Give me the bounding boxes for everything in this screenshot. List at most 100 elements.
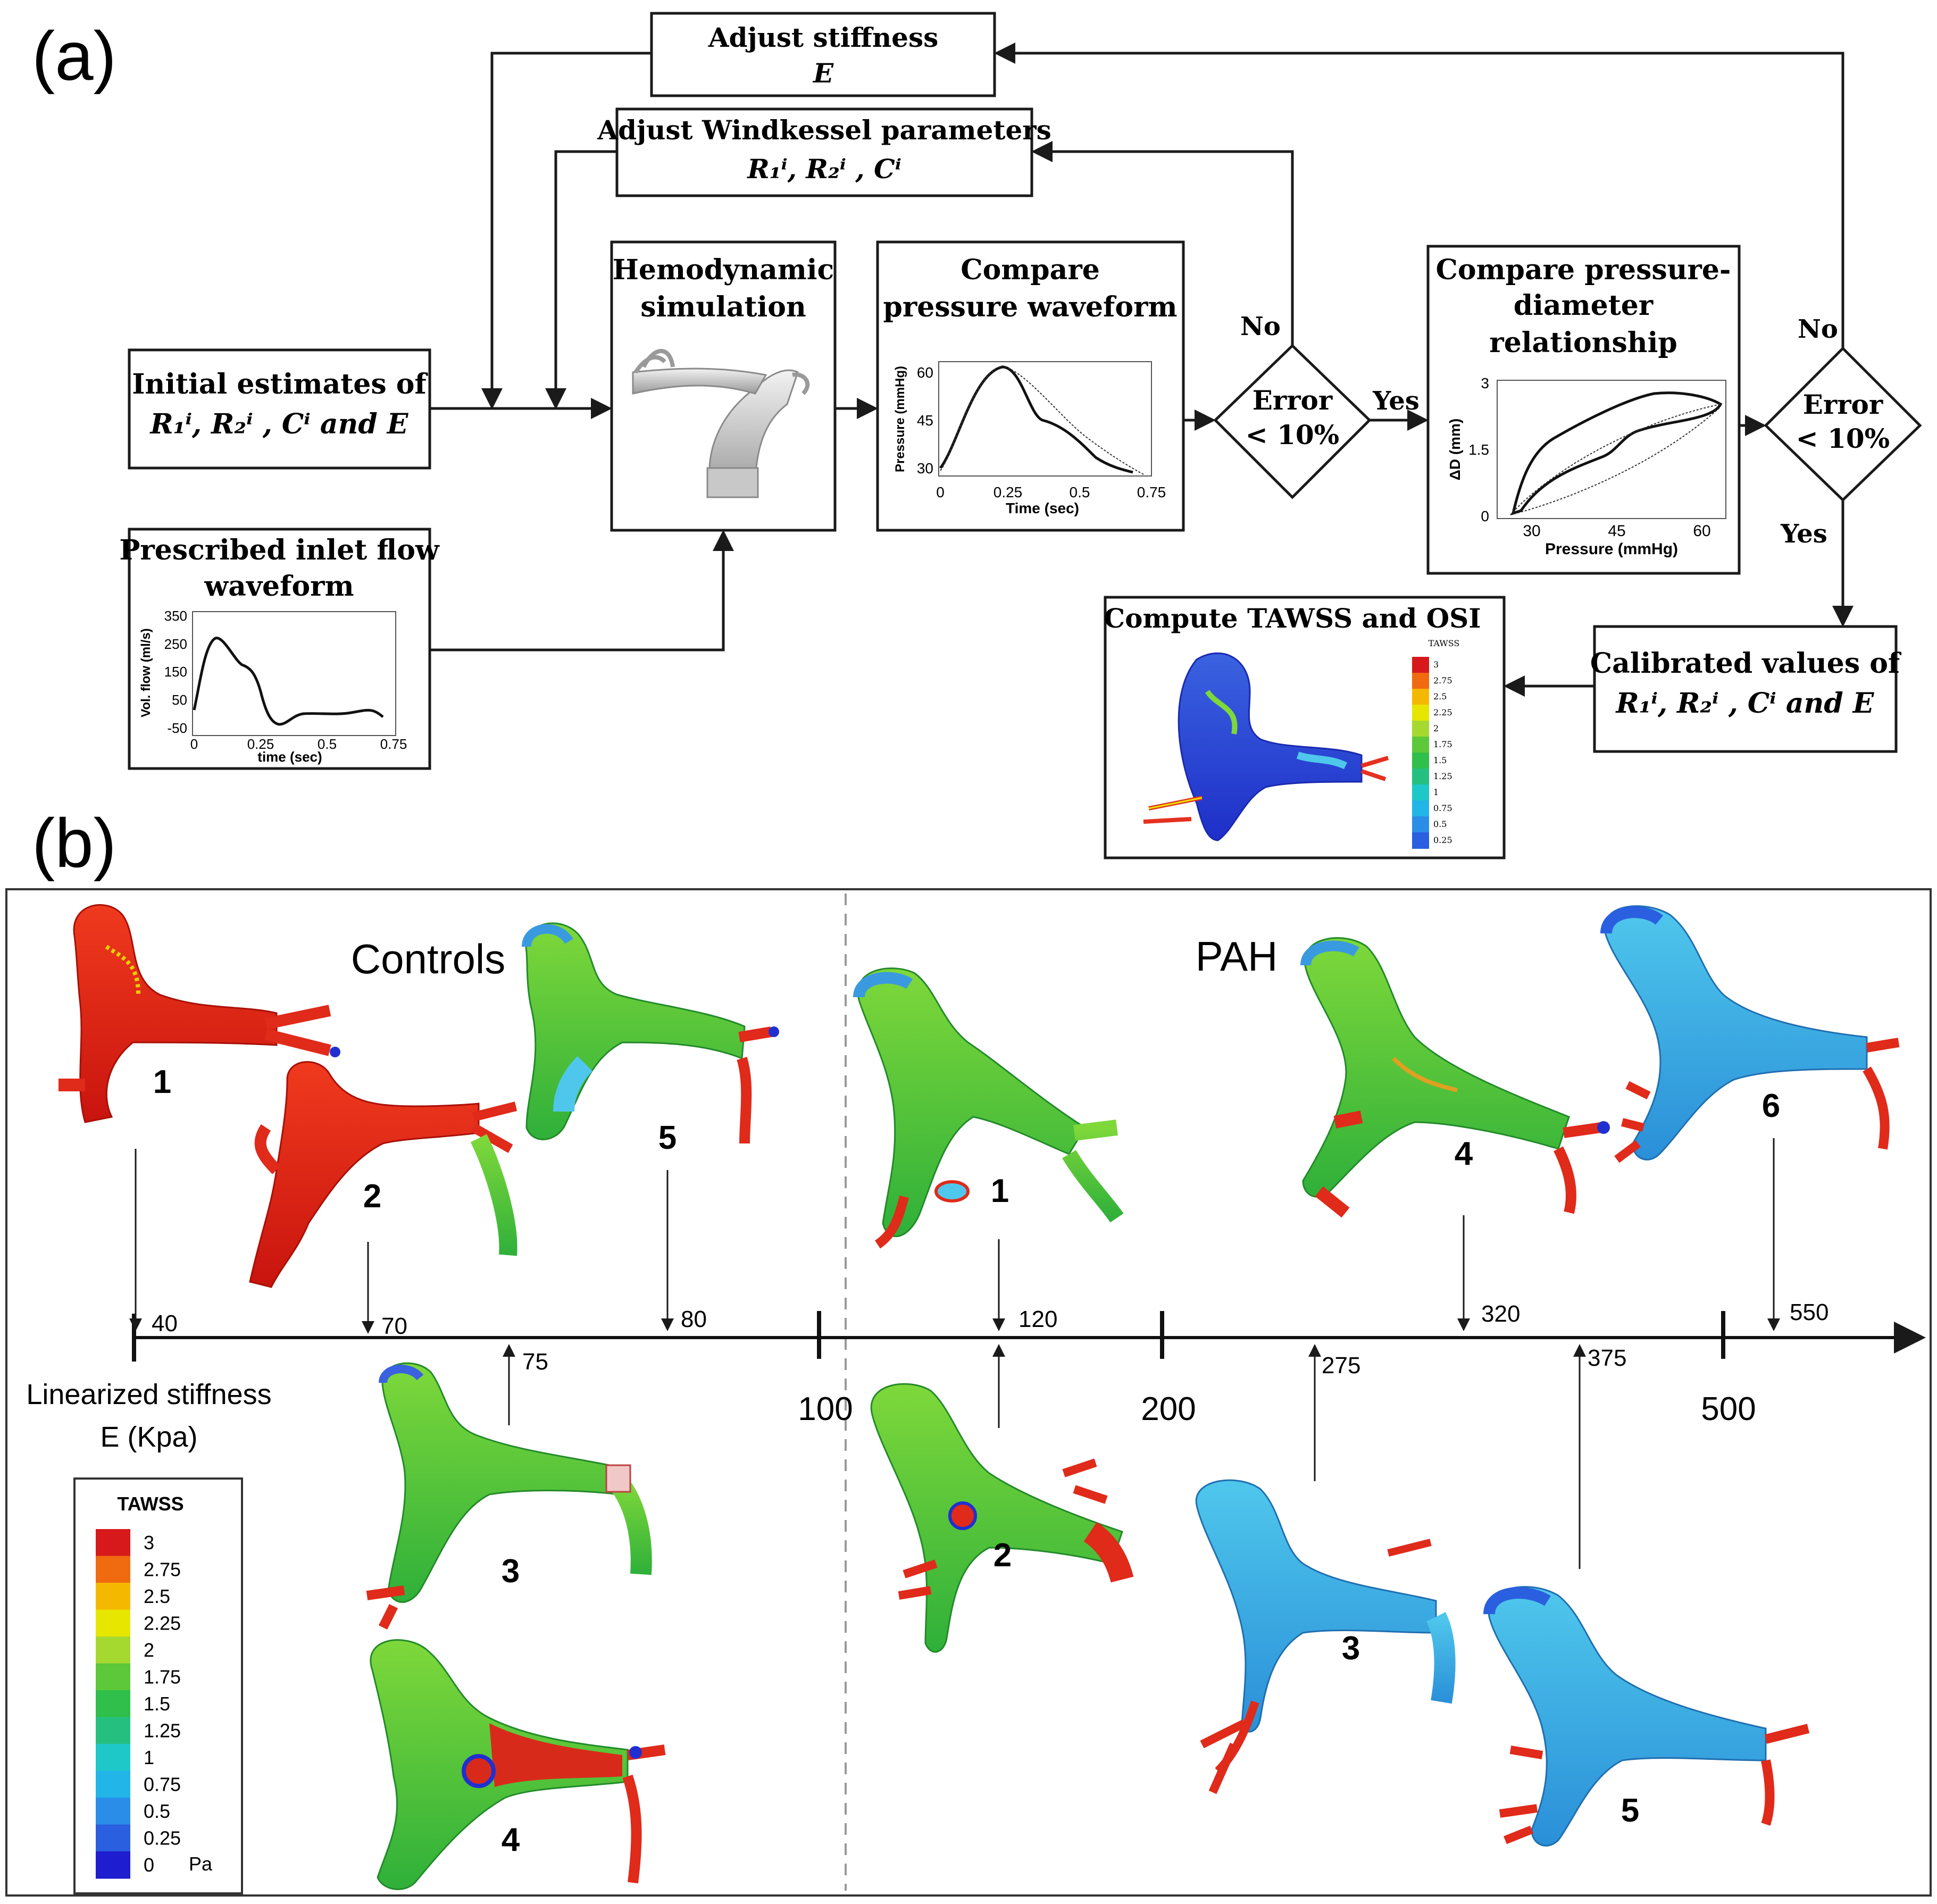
tawss-legend-swatch [96,1744,130,1772]
stiffness-value-40: 40 [152,1310,178,1337]
decision-1: Error < 10% No Yes [1213,312,1420,499]
decision-2: Error < 10% No Yes [1764,314,1922,549]
compute-mini-swatch [1412,800,1429,817]
prescribed-line1: Prescribed inlet flow [119,534,440,566]
pah-model-5: 5 [1483,1586,1810,1847]
compute-mini-tick: 1.75 [1433,739,1452,749]
compare-pressure-subtitle: pressure waveform [883,291,1177,323]
pah-model-4: 4 [1300,937,1610,1218]
flow-ytick-50: 50 [172,692,187,708]
control-model-2: 2 [249,1061,517,1288]
tawss-legend-tick: 1.75 [144,1666,181,1688]
compute-title: Compute TAWSS and OSI [1104,603,1481,634]
compute-mini-tick: 0.5 [1433,819,1447,829]
axis-title-line1: Linearized stiffness [26,1379,271,1410]
compute-mini-swatch [1412,689,1429,705]
grey-vessel-model [632,349,810,498]
tawss-legend-tick: 1.25 [144,1720,181,1742]
pressure-ytick-30: 30 [917,460,933,477]
axis-tick-200: 200 [1141,1391,1196,1427]
decision1-yes: Yes [1372,386,1420,416]
flow-ytick-n50: -50 [167,720,187,736]
tawss-legend-swatch [96,1529,130,1557]
stiffness-value-70: 70 [381,1313,407,1339]
tawss-legend-swatch [96,1583,130,1610]
compute-mini-tick: 1.25 [1433,771,1452,781]
pressure-xlabel: Time (sec) [1006,500,1079,516]
flow-ytick-350: 350 [164,608,187,624]
pd-xtick-30: 30 [1523,522,1540,540]
decision2-line2: < 10% [1796,423,1890,454]
axis-tick-500: 500 [1701,1391,1756,1427]
axis-tick-100: 100 [798,1391,853,1427]
tawss-legend-tick: 1 [144,1747,154,1768]
compute-mini-tick: 2.25 [1433,707,1452,717]
stiffness-value-80: 80 [681,1306,707,1332]
tawss-legend-swatch [96,1798,130,1825]
pressure-ytick-60: 60 [917,364,933,381]
compute-mini-swatch [1412,753,1429,769]
tawss-legend-swatch [96,1824,130,1852]
flow-arrows [430,43,1853,697]
compare-pressure-box: Compare pressure waveform Pressure (mmHg… [876,240,1185,532]
compute-vessel-model [1143,652,1389,841]
control-model-5: 5 [522,922,779,1156]
adjust-windkessel-box: Adjust Windkessel parameters R₁ⁱ, R₂ⁱ , … [597,107,1051,197]
stiffness-markers: 40 70 80 75 120 320 550 275 375 [129,1138,1829,1569]
compute-mini-tick: 2 [1433,723,1439,733]
pah-model-4-number: 4 [1455,1135,1473,1172]
compute-mini-tick: 1.5 [1433,755,1447,765]
panel-a-label: (a) [32,17,116,95]
tawss-legend-swatch [96,1851,130,1879]
compute-mini-tick: 0.25 [1433,835,1452,845]
stiffness-value-120: 120 [1018,1306,1057,1332]
tawss-legend-swatch [96,1609,130,1637]
pah-model-6-number: 6 [1762,1088,1780,1124]
stiffness-value-375: 375 [1588,1345,1626,1371]
tawss-legend-title: TAWSS [117,1493,183,1515]
pd-plot: ΔD (mm) 0 1.5 3 30 45 60 Pressure (mmHg) [1447,375,1726,558]
stiffness-axis: 100 200 500 Linearized stiffness E (Kpa) [26,1311,1926,1453]
pah-model-5-number: 5 [1621,1792,1639,1829]
compare-pd-line2: diameter [1514,289,1654,322]
pah-model-2-number: 2 [993,1537,1012,1574]
tawss-legend-tick: 2 [144,1639,154,1661]
tawss-legend-swatch [96,1717,130,1744]
pd-ylabel: ΔD (mm) [1447,419,1463,481]
control-model-3: 3 [366,1362,652,1630]
adjust-windkessel-title: Adjust Windkessel parameters [597,114,1051,146]
pd-simulated-loop [1510,404,1721,515]
flow-ytick-250: 250 [164,636,187,652]
compute-mini-swatch [1412,832,1429,849]
hemodynamic-subtitle: simulation [640,291,806,323]
control-model-2-number: 2 [363,1178,381,1215]
tawss-legend-tick: 1.5 [144,1693,170,1715]
panel-b-frame [5,888,1932,1897]
flow-xtick-0: 0 [190,736,198,752]
decision1-no: No [1240,312,1281,341]
flow-xtick-025: 0.25 [247,736,274,752]
tawss-legend-tick: 2.25 [144,1613,181,1634]
tawss-legend-unit: Pa [189,1853,213,1875]
pd-xtick-60: 60 [1693,522,1710,540]
tawss-legend: TAWSS 32.752.52.2521.751.51.2510.750.50.… [73,1477,243,1894]
pd-measured-loop [1511,391,1723,515]
tawss-legend-swatch [96,1636,130,1664]
stiffness-value-275: 275 [1322,1352,1360,1379]
control-model-3-number: 3 [502,1553,520,1590]
pressure-ytick-45: 45 [917,412,933,429]
pah-label: PAH [1196,933,1278,980]
adjust-stiffness-box: Adjust stiffness E [650,12,996,97]
pd-xlabel: Pressure (mmHg) [1545,540,1678,558]
stiffness-value-320: 320 [1481,1301,1520,1327]
flow-ylabel: Vol. flow (ml/s) [139,628,153,717]
tawss-legend-tick: 3 [144,1532,154,1554]
pd-ytick-15: 1.5 [1468,441,1489,458]
tawss-legend-tick: 0.25 [144,1827,181,1849]
tawss-legend-tick: 2.75 [144,1559,181,1581]
compute-mini-swatch [1412,705,1429,721]
flow-ytick-150: 150 [164,664,187,680]
pressure-xtick-075: 0.75 [1137,484,1166,500]
